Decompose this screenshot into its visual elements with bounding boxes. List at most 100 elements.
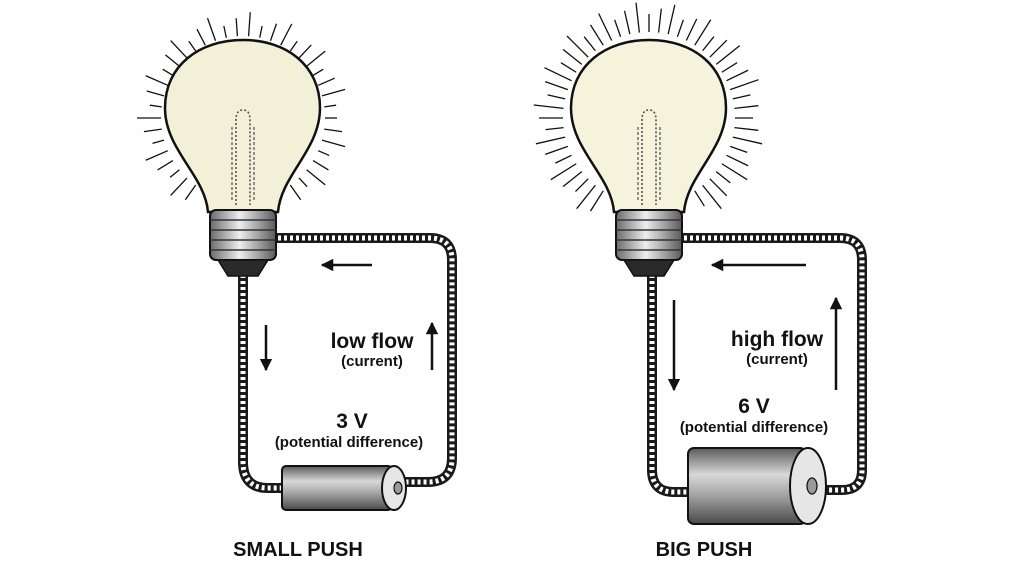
right-glow-ray: [732, 94, 751, 100]
right-glow-ray: [535, 136, 566, 145]
left-glow-ray: [289, 40, 298, 52]
right-glow-ray: [583, 36, 596, 52]
right-glow-ray: [715, 45, 741, 65]
right-glow-ray: [657, 8, 662, 33]
right-glow-ray: [676, 19, 684, 38]
right-glow-ray: [732, 136, 763, 145]
left-wire: [238, 233, 457, 493]
right-glow-ray: [694, 190, 705, 207]
right-battery: [687, 447, 827, 525]
right-glow-ray: [667, 4, 676, 35]
left-glow-ray: [235, 18, 239, 37]
right-glow-ray: [726, 69, 749, 82]
right-glow-ray: [533, 104, 564, 110]
left-glow-ray: [145, 150, 169, 161]
right-glow-ray: [721, 62, 738, 73]
left-glow-ray: [145, 75, 169, 86]
left-glow-ray: [146, 90, 165, 97]
right-filament: [637, 109, 661, 205]
right-pd-label: (potential difference): [680, 419, 828, 436]
left-glow-ray: [324, 128, 343, 133]
right-flow-label: high flow: [731, 328, 824, 351]
right-glow-ray: [709, 39, 728, 58]
left-glow-ray: [306, 169, 326, 186]
left-pd-label: (potential difference): [275, 434, 423, 451]
right-glow-ray: [715, 171, 731, 184]
right-glow-ray: [734, 105, 759, 110]
right-glow-ray: [614, 19, 622, 38]
left-glow-ray: [259, 25, 263, 38]
left-glow-ray: [196, 28, 206, 46]
right-glow-ray: [726, 154, 749, 167]
right-voltage-label: 6 V: [738, 395, 770, 418]
right-glow-ray: [729, 79, 759, 91]
right-glow-ray: [545, 126, 564, 131]
right-glow-ray: [694, 19, 712, 46]
left-bulb-glass: [163, 38, 322, 214]
left-glow-ray: [152, 139, 165, 144]
left-bulb-glow: [137, 12, 346, 201]
left-glow-ray: [321, 88, 346, 97]
right-glow-ray: [635, 2, 641, 33]
right-circuit: high flow (current) 6 V (potential diffe…: [533, 2, 867, 561]
right-glow-ray: [729, 145, 748, 153]
left-glow-ray: [170, 177, 188, 196]
left-glow-ray: [289, 184, 302, 201]
right-glow-ray: [576, 184, 596, 210]
right-glow-ray: [562, 48, 583, 65]
left-current-label: (current): [341, 353, 403, 370]
left-glow-ray: [317, 77, 335, 86]
left-glow-ray: [317, 150, 330, 157]
left-glow-ray: [184, 184, 197, 201]
left-glow-ray: [324, 104, 337, 108]
left-light-bulb: [163, 38, 322, 277]
right-caption: BIG PUSH: [656, 539, 753, 561]
left-glow-ray: [298, 177, 308, 188]
right-wire: [647, 233, 867, 497]
left-filament: [231, 109, 255, 205]
left-glow-ray: [157, 160, 174, 171]
left-glow-ray: [149, 104, 162, 108]
right-glow-ray: [623, 10, 631, 35]
right-glow-ray: [721, 163, 748, 181]
right-glow-ray: [709, 178, 728, 197]
right-glow-ray: [547, 94, 566, 100]
left-bulb-base: [209, 209, 277, 261]
left-caption: SMALL PUSH: [233, 539, 363, 561]
left-glow-ray: [312, 68, 324, 76]
left-glow-ray: [188, 40, 197, 52]
right-bulb-base: [615, 209, 683, 261]
left-glow-ray: [162, 68, 174, 76]
left-glow-ray: [223, 25, 227, 38]
right-bulb-glow: [533, 2, 763, 212]
left-battery: [281, 465, 407, 511]
left-glow-ray: [169, 169, 180, 178]
right-glow-ray: [566, 35, 589, 58]
right-glow-ray: [562, 171, 583, 188]
left-glow-ray: [143, 128, 162, 133]
left-glow-ray: [306, 50, 326, 67]
right-glow-ray: [734, 126, 759, 131]
right-glow-ray: [560, 62, 577, 73]
left-circuit: low flow (current) 3 V (potential differ…: [137, 12, 457, 561]
right-current-label: (current): [746, 351, 808, 368]
left-flow-label: low flow: [331, 330, 414, 353]
right-glow-ray: [544, 81, 569, 91]
right-glow-ray: [589, 24, 604, 46]
left-glow-ray: [165, 54, 180, 67]
right-glow-ray: [575, 178, 589, 192]
left-glow-ray: [298, 44, 312, 59]
left-voltage-label: 3 V: [336, 410, 368, 433]
left-glow-ray: [206, 17, 217, 41]
right-glow-ray: [598, 13, 613, 41]
right-bulb-glass: [569, 38, 728, 214]
right-glow-ray: [702, 184, 722, 210]
right-light-bulb: [569, 38, 728, 277]
left-glow-ray: [269, 23, 278, 41]
left-glow-ray: [170, 40, 188, 59]
right-glow-ray: [550, 163, 577, 181]
right-glow-ray: [544, 67, 572, 82]
left-glow-ray: [321, 139, 346, 148]
right-glow-ray: [544, 145, 569, 155]
